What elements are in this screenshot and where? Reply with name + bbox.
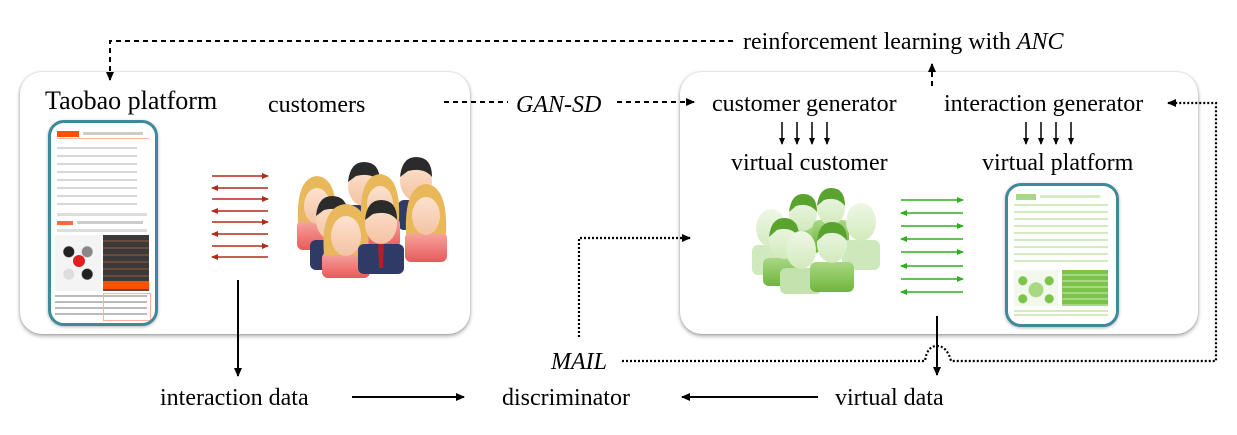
virtual-tshirt-image bbox=[1014, 270, 1058, 306]
interaction-generator-label: interaction generator bbox=[944, 91, 1144, 117]
virtual-sweater-image bbox=[1062, 270, 1108, 306]
mail-label: MAIL bbox=[551, 349, 607, 375]
virtual-platform-phone bbox=[1005, 183, 1119, 327]
customer-generator-label: customer generator bbox=[712, 91, 897, 117]
real-interaction-arrows bbox=[211, 173, 269, 260]
virtual-platform-label: virtual platform bbox=[982, 150, 1134, 176]
virtual-data-label: virtual data bbox=[835, 385, 944, 411]
customers-label: customers bbox=[268, 92, 366, 118]
interaction-generator-arrows bbox=[1023, 122, 1074, 145]
taobao-platform-title: Taobao platform bbox=[45, 86, 218, 115]
virtual-customer-label: virtual customer bbox=[731, 150, 888, 176]
mail-to-interaction-generator-arrow bbox=[622, 99, 1218, 363]
gan-sd-label: GAN-SD bbox=[516, 92, 602, 118]
virtual-interaction-arrows bbox=[900, 197, 964, 295]
rl-feedback-arrow bbox=[106, 40, 733, 81]
mail-to-customer-generator-arrow bbox=[577, 234, 691, 337]
discriminator-label: discriminator bbox=[502, 385, 630, 411]
rl-label-text: reinforcement learning with bbox=[743, 29, 1017, 55]
interaction-data-label: interaction data bbox=[160, 385, 309, 411]
taobao-phone-screenshot bbox=[48, 120, 158, 326]
rl-anc-label: reinforcement learning with ANC bbox=[743, 30, 1064, 54]
anc-label: ANC bbox=[1016, 29, 1064, 55]
customer-generator-arrows bbox=[779, 122, 830, 145]
